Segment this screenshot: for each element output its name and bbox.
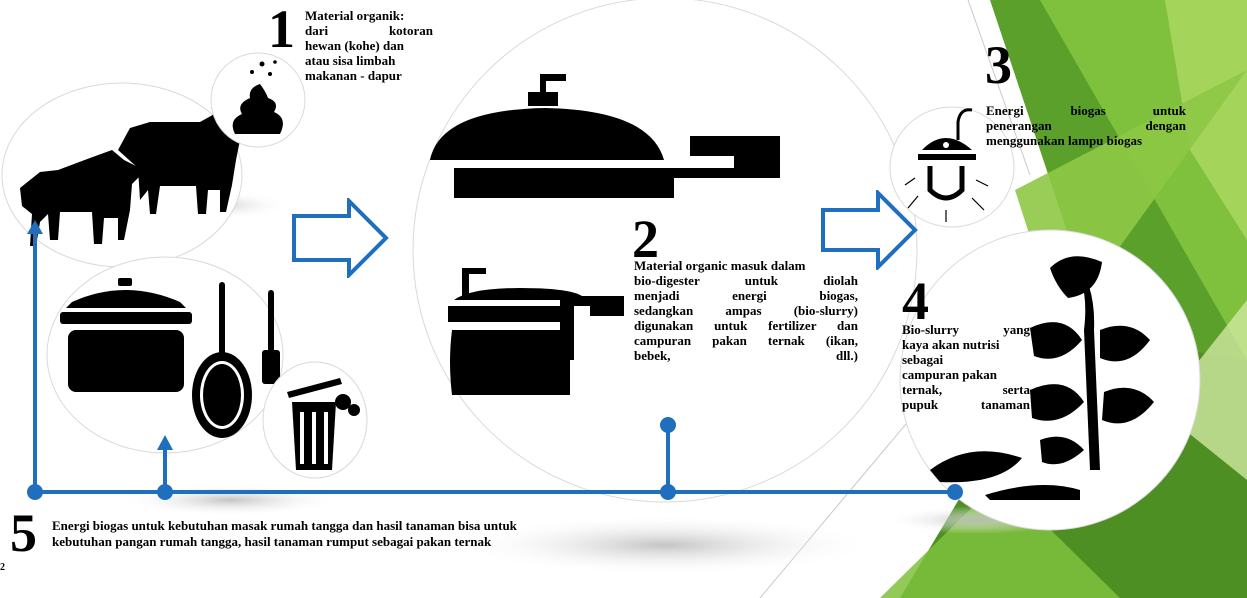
step-3-text: Energi biogas untuk penerangan dengan me… bbox=[986, 103, 1186, 148]
poop-circle bbox=[210, 52, 306, 148]
step-4-number: 4 bbox=[902, 271, 929, 331]
up-arrow-head bbox=[27, 220, 43, 234]
step-1-number: 1 bbox=[268, 0, 295, 59]
step-1-line: hewan (kohe) dan bbox=[305, 38, 404, 53]
up-arrow-head bbox=[157, 435, 173, 450]
cow-circle bbox=[1, 82, 246, 268]
step-2-line: menjadi energi biogas, bbox=[634, 288, 858, 303]
step-5-line: Energi biogas untuk kebutuhan masak ruma… bbox=[52, 518, 517, 533]
step-2-line: bio-digester untuk diolah bbox=[634, 273, 858, 288]
step-4-line: kaya akan nutrisi bbox=[902, 337, 1000, 352]
step-2-line: digunakan untuk fertilizer dan bbox=[634, 318, 858, 333]
trash-circle bbox=[262, 361, 368, 479]
step-4-line: Bio-slurry yang bbox=[902, 322, 1030, 337]
step-1-line: makanan - dapur bbox=[305, 68, 402, 83]
step-3-line: penerangan dengan bbox=[986, 118, 1186, 133]
step-5-number: 5 bbox=[10, 503, 37, 563]
step-2-line: bebek, dll.) bbox=[634, 348, 858, 363]
step-1-text: Material organik: dari kotoran hewan (ko… bbox=[305, 8, 433, 83]
step-3-number: 3 bbox=[985, 35, 1012, 95]
spatula-icon bbox=[262, 290, 280, 384]
step-4-text: Bio-slurry yang kaya akan nutrisi sebaga… bbox=[902, 322, 1030, 412]
green-shape-7 bbox=[1160, 300, 1247, 480]
step-1-line: Material organik: bbox=[305, 8, 405, 23]
digester-circle bbox=[412, 0, 918, 503]
step-3-line: menggunakan lampu biogas bbox=[986, 133, 1143, 148]
step-2-line: campuran pakan ternak (ikan, bbox=[634, 333, 858, 348]
step-4-line: ternak, serta bbox=[902, 382, 1030, 397]
step-2-line: sedangkan ampas (bio-slurry) bbox=[634, 303, 858, 318]
biogas-lamp-icon bbox=[904, 108, 989, 222]
lamp-circle bbox=[889, 106, 1015, 228]
step-1-line: dari kotoran bbox=[305, 23, 433, 38]
trash-bin-icon bbox=[287, 378, 360, 470]
step-4-line: sebagai bbox=[902, 352, 944, 367]
poop-icon bbox=[232, 60, 283, 134]
right-arrow-icon bbox=[821, 190, 918, 270]
cow-icon bbox=[20, 112, 246, 246]
page-number: 2 bbox=[0, 562, 5, 573]
digester-dome-icon bbox=[430, 74, 780, 198]
step-2-line: Material organic masuk dalam bbox=[634, 258, 806, 273]
step-1-line: atau sisa limbah bbox=[305, 53, 396, 68]
step-2-number: 2 bbox=[632, 209, 659, 269]
step-5-text: Energi biogas untuk kebutuhan masak ruma… bbox=[52, 518, 642, 550]
step-2-text: Material organic masuk dalam bio-digeste… bbox=[634, 258, 858, 363]
frying-pan-icon bbox=[192, 282, 252, 438]
step-3-line: Energi biogas untuk bbox=[986, 103, 1186, 118]
step-4-line: campuran pakan bbox=[902, 367, 997, 382]
right-arrow-icon bbox=[292, 198, 389, 278]
plant-circle bbox=[899, 229, 1201, 531]
digester-tank-icon bbox=[448, 268, 624, 395]
kitchen-circle bbox=[46, 256, 284, 454]
plant-icon bbox=[930, 256, 1154, 500]
cooking-pot-icon bbox=[60, 278, 192, 392]
step-4-line: pupuk tanaman bbox=[902, 397, 1030, 412]
green-shape-6 bbox=[880, 480, 1120, 598]
step-5-line: kebutuhan pangan rumah tangga, hasil tan… bbox=[52, 534, 492, 549]
